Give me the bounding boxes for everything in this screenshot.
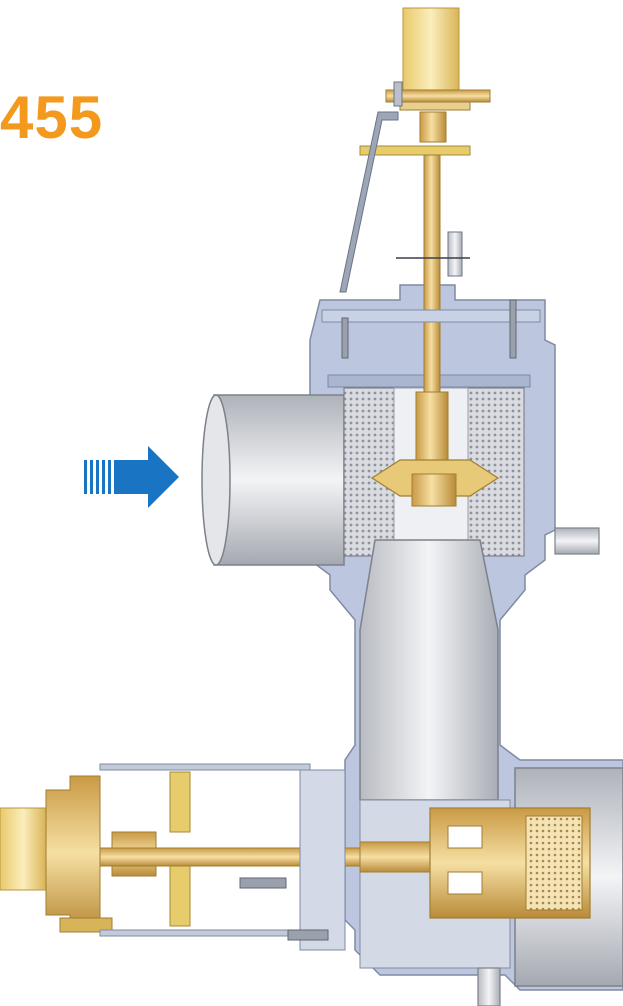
limit-switch [447, 231, 463, 277]
valve-stem [423, 154, 441, 396]
valve-disc-hub [411, 473, 457, 507]
lower-shaft-collar [359, 841, 431, 873]
inlet-pipe [213, 394, 345, 566]
frame-upright [169, 771, 191, 833]
upper-piston [415, 391, 449, 463]
frame-upright-lower [169, 859, 191, 927]
lower-bolt [239, 877, 287, 889]
lower-basket-window [447, 825, 483, 849]
bottom-drain [477, 967, 501, 1006]
drain-stub [554, 527, 600, 555]
lower-bolt-2 [287, 929, 329, 941]
inlet-pipe-opening [201, 394, 231, 566]
cover-bolt-left [341, 317, 349, 359]
model-label: 455 [0, 84, 104, 151]
frame-rail-bottom [99, 929, 311, 937]
lower-mount-foot [59, 917, 113, 933]
actuator-cylinder [402, 7, 460, 91]
lower-actuator-flange [45, 775, 101, 931]
side-cover-plate [299, 769, 346, 951]
cover-bolt-right [509, 299, 517, 359]
center-column [359, 539, 499, 801]
flow-arrow-right-icon [84, 446, 179, 508]
actuator-cap [399, 101, 471, 111]
lower-basket-screen [525, 815, 583, 911]
linkage-bracket [393, 81, 403, 107]
lower-basket-window-2 [447, 871, 483, 895]
linkage-rod [339, 111, 399, 293]
cover-plate [321, 309, 541, 323]
guide-plate [359, 145, 471, 156]
lower-actuator-cylinder [0, 807, 47, 891]
frame-rail-top [99, 763, 311, 771]
stem-coupling [419, 111, 447, 143]
